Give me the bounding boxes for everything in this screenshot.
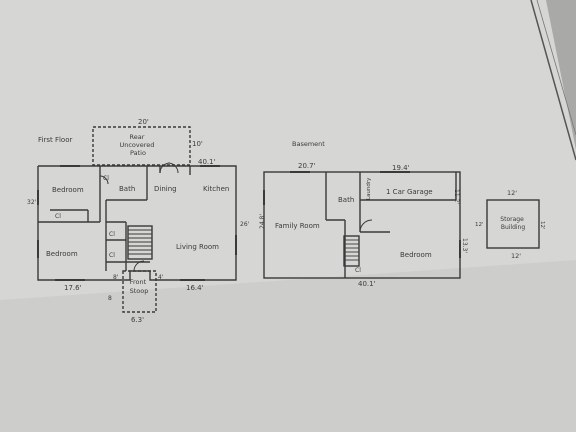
room-family-room: Family Room [275,222,320,230]
dim-bottom-right: 16.4' [186,284,204,292]
patio-label-line: Patio [130,149,146,157]
closet-b: Cl [55,213,61,220]
basement-stairs [343,235,360,267]
basement-title: Basement [292,140,325,148]
dim-patio-depth: 10' [192,140,203,148]
basement-outer-wall [263,171,461,279]
dim-basement-right: 13.3' [461,238,468,253]
patio-outline [92,126,191,166]
dim-garage-depth: 11.2' [453,189,460,204]
paper-shadow [0,260,576,432]
dim-stoop-width: 6.3' [131,316,144,324]
room-garage: 1 Car Garage [386,188,433,196]
dim-storage-top: 12' [507,189,517,197]
room-laundry: Laundry [366,177,372,200]
first-floor-title: First Floor [38,136,72,144]
dim-basement-left: 24.8' [259,214,266,229]
room-kitchen: Kitchen [203,185,229,193]
front-stoop-label-line: Front [130,278,147,286]
dim-bottom-left: 17.6' [64,284,82,292]
front-stoop-outline [122,270,157,313]
closet-c: Cl [109,231,115,238]
room-bedroom-bottom: Bedroom [46,250,78,258]
paper-edge [530,0,576,161]
patio-label-line: Rear [130,133,145,141]
basement-closet: Cl [355,267,361,274]
storage-label: Storage Building [500,216,525,231]
patio-label: Rear Uncovered Patio [119,133,156,157]
dim-basement-bottom: 40.1' [358,280,376,288]
patio-label-line: Uncovered [119,141,154,149]
closet-d: Cl [109,252,115,259]
dim-left-height: 32' [27,199,37,206]
storage-label-line: Building [501,224,526,231]
front-stoop-label: Front Stoop [130,278,149,295]
room-basement-bath: Bath [338,196,354,204]
dim-storage-bottom: 12' [511,252,521,260]
room-living-room: Living Room [176,243,219,251]
dim-stoop-left: 8' [113,274,119,281]
storage-label-line: Storage [500,216,524,223]
storage-building-outline [486,199,540,249]
first-floor-stairs [127,225,153,260]
dim-storage-right: 12' [539,221,545,230]
dim-right-height: 26' [240,221,250,228]
paper-edge-inner [536,0,576,136]
room-bath: Bath [119,185,135,193]
room-dining: Dining [154,185,177,193]
dim-patio-width: 20' [138,118,149,126]
front-stoop-label-line: Stoop [130,287,149,295]
dim-storage-left: 12' [475,222,484,228]
dim-family-width: 20.7' [298,162,316,170]
dim-stoop-right: 4' [158,274,164,281]
dim-garage-width: 19.4' [392,164,410,172]
room-basement-bedroom: Bedroom [400,251,432,259]
closet-a: Cl [103,175,109,182]
dim-stoop-side: 8 [108,295,112,302]
room-bedroom-top: Bedroom [52,186,84,194]
dim-overall-width: 40.1' [198,158,216,166]
